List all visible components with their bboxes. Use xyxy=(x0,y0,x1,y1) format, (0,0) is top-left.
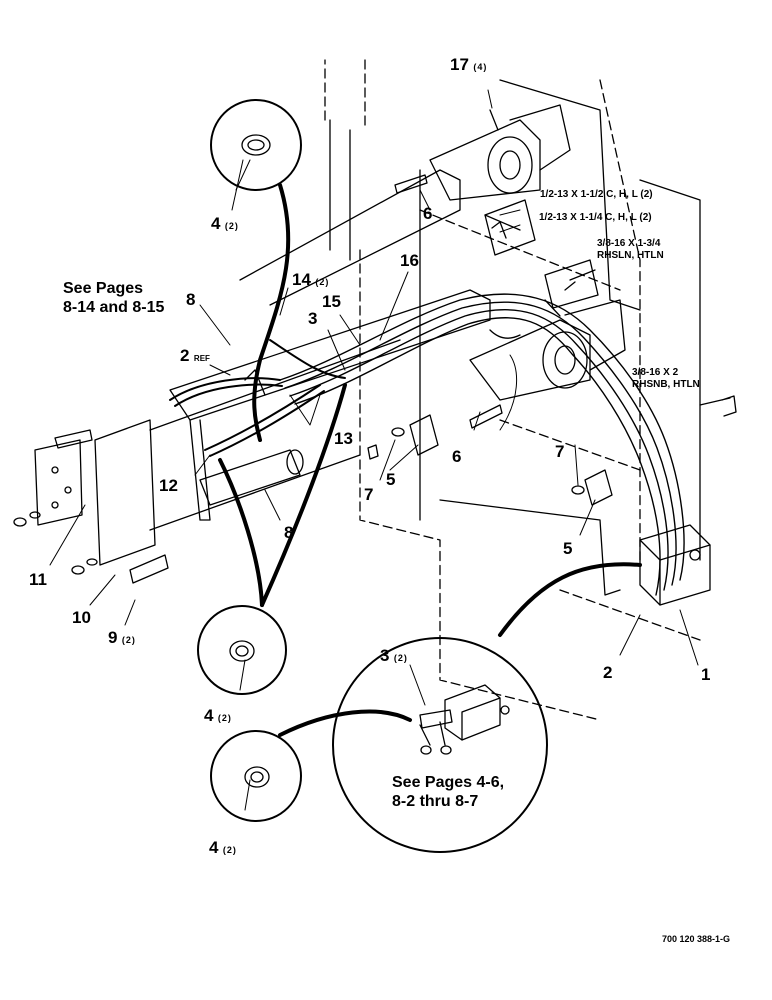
callout-9: 9 (2) xyxy=(108,628,136,647)
callout-2-ref: 2 REF xyxy=(180,346,210,365)
spec-bolt-4: 3/8-16 X 2 RHSNB, HTLN xyxy=(632,367,700,390)
callout-14: 14 (2) xyxy=(292,270,330,289)
spec-bolt-3: 3/8-16 X 1-3/4 RHSLN, HTLN xyxy=(597,238,664,261)
hydraulic-tubes xyxy=(279,293,685,596)
leader-lines xyxy=(49,89,699,811)
callout-4-bottom: 4 (2) xyxy=(209,838,237,857)
pivot-hub-lower xyxy=(469,299,626,401)
detail-circle-valve xyxy=(332,637,548,853)
callout-16: 16 xyxy=(400,251,419,270)
callout-8-lower: 8 xyxy=(284,523,294,542)
callout-12: 12 xyxy=(159,476,178,495)
callout-4-mid: 4 (2) xyxy=(204,706,232,725)
callout-3-detail: 3 (2) xyxy=(380,646,408,665)
see-pages-note-2: See Pages 4-6, 8-2 thru 8-7 xyxy=(392,774,505,810)
small-brackets xyxy=(367,174,613,506)
spec-bolt-1: 1/2-13 X 1-1/2 C, H, L (2) xyxy=(540,189,653,200)
detail-circle-bottom xyxy=(210,730,302,822)
callout-10: 10 xyxy=(72,608,91,627)
callout-7-center: 7 xyxy=(364,485,374,504)
callout-5-center: 5 xyxy=(386,470,396,489)
hydraulic-cylinder xyxy=(199,369,304,506)
callout-2-lower: 2 xyxy=(603,663,613,682)
callout-1: 1 xyxy=(701,665,711,684)
spec-bolt-2: 1/2-13 X 1-1/4 C, H, L (2) xyxy=(539,212,652,223)
callout-6-upper: 6 xyxy=(423,204,433,223)
figure-number: 700 120 388-1-G xyxy=(662,934,731,944)
callout-6-lower: 6 xyxy=(452,447,462,466)
callout-8-upper: 8 xyxy=(186,290,196,309)
valve-block xyxy=(639,524,711,606)
callout-3-upper: 3 xyxy=(308,309,318,328)
detail-circle-mid xyxy=(197,605,287,695)
detail-connectors xyxy=(218,183,642,737)
see-pages-note-1: See Pages 8-14 and 8-15 xyxy=(63,280,165,316)
callout-17: 17 (4) xyxy=(450,55,488,74)
callout-13: 13 xyxy=(334,429,353,448)
hoses xyxy=(169,339,346,457)
callout-15: 15 xyxy=(322,292,341,311)
fasteners-left xyxy=(13,429,169,584)
callout-5-right: 5 xyxy=(563,539,573,558)
bracket-plate-right xyxy=(484,199,599,309)
pivot-hub-upper xyxy=(429,104,571,201)
callout-4-top: 4 (2) xyxy=(211,214,239,233)
detail-circle-top xyxy=(210,99,302,191)
callout-11: 11 xyxy=(29,570,47,589)
callout-7-right: 7 xyxy=(555,442,565,461)
